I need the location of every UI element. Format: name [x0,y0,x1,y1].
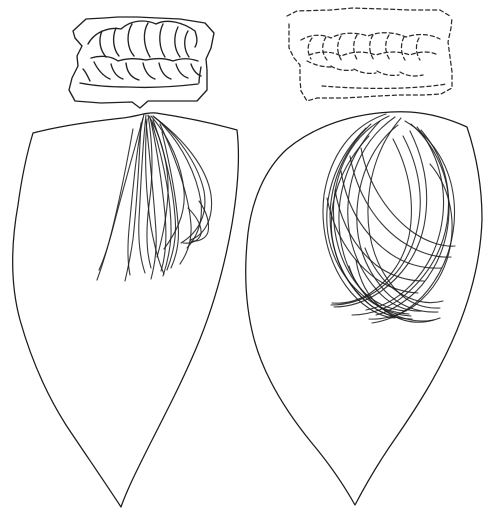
left-motion-traces [97,114,212,281]
left-panel [13,17,239,507]
right-panel [246,8,482,505]
left-outline [13,113,239,507]
right-teeth-icon [287,8,452,101]
right-motion-traces [323,114,455,323]
left-teeth-icon [69,17,214,108]
